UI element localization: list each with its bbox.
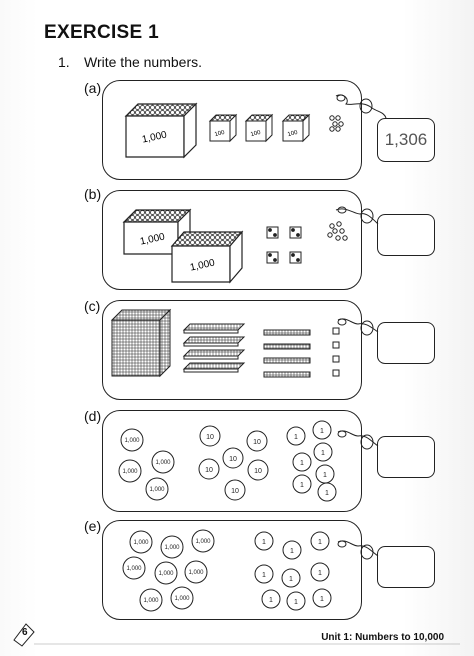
counter-label: 1 (290, 548, 294, 555)
exercise-title: EXERCISE 1 (44, 22, 159, 43)
answer-box-a[interactable]: 1,306 (377, 118, 435, 162)
thousand-box-label: 1,000 (141, 129, 168, 145)
counter-label: 1 (262, 539, 266, 546)
counter-label: 1,000 (126, 566, 142, 572)
ones-dots-a (329, 115, 344, 132)
counter-label: 1 (318, 570, 322, 577)
counter-label: 1,000 (124, 438, 140, 444)
counter-label: 1 (323, 472, 327, 479)
counter-label: 1 (320, 428, 324, 435)
question-number: 1. (58, 54, 70, 70)
part-label-c: (c) (84, 298, 101, 314)
counter-label: 1 (300, 460, 304, 467)
ones-dots-b (327, 221, 348, 241)
hundred-box-a2: 100 (244, 113, 274, 143)
part-label-e: (e) (84, 518, 102, 534)
counter-label: 1 (294, 434, 298, 441)
one-counters-d: 1 1 1 1 1 1 1 (286, 420, 337, 502)
thousand-cube-c (110, 308, 172, 378)
counter-label: 1 (294, 599, 298, 606)
connector-strings (335, 94, 387, 560)
counter-label: 1 (318, 539, 322, 546)
counter-label: 1 (325, 490, 329, 497)
page-number-tab (13, 623, 460, 647)
counter-label: 1,000 (133, 540, 149, 546)
part-label-d: (d) (84, 408, 102, 424)
answer-box-c[interactable] (377, 322, 435, 364)
counter-label: 1 (321, 450, 325, 457)
counter-label: 10 (254, 468, 262, 475)
counter-label: 10 (205, 467, 213, 474)
thousand-box-label: 1,000 (189, 257, 216, 273)
counter-label: 1,000 (155, 460, 171, 466)
counter-label: 1,000 (158, 571, 174, 577)
ten-counters-d: 10 10 10 10 10 10 (198, 425, 269, 501)
counter-label: 1 (269, 597, 273, 604)
one-counters-e: 1 1 1 1 1 1 1 1 1 (254, 531, 332, 611)
ten-rods-c (263, 329, 311, 378)
unit-footer: Unit 1: Numbers to 10,000 (321, 632, 444, 643)
small-cubes-b (266, 226, 302, 264)
thousand-counters-e: 1,000 1,000 1,000 1,000 1,000 1,000 1,00… (122, 529, 215, 612)
counter-label: 1,000 (174, 596, 190, 602)
counter-label: 1,000 (188, 570, 204, 576)
hundred-box-a1: 100 (208, 113, 238, 143)
counter-label: 1 (262, 572, 266, 579)
hundred-box-label: 100 (287, 130, 299, 139)
hundred-box-label: 100 (250, 130, 262, 139)
counter-label: 1,000 (143, 598, 159, 604)
hundred-box-a3: 100 (281, 113, 311, 143)
counter-label: 1 (289, 576, 293, 583)
hundred-flats-c (182, 323, 246, 373)
counter-label: 1 (300, 482, 304, 489)
thousand-box-a: 1,000 (124, 102, 198, 159)
counter-label: 10 (253, 439, 261, 446)
counter-label: 1 (320, 596, 324, 603)
answer-box-d[interactable] (377, 436, 435, 478)
answer-box-b[interactable] (377, 214, 435, 256)
thousand-box-label: 1,000 (139, 231, 166, 247)
thousand-counters-d: 1,000 1,000 1,000 1,000 (118, 428, 175, 501)
thousand-box-b2: 1,000 (170, 230, 244, 284)
unit-cubes-c (332, 327, 340, 377)
counter-label: 10 (206, 434, 214, 441)
counter-label: 1,000 (164, 545, 180, 551)
counter-label: 10 (229, 456, 237, 463)
counter-label: 1,000 (122, 469, 138, 475)
part-label-b: (b) (84, 186, 102, 202)
question-text: Write the numbers. (84, 54, 203, 70)
hundred-box-label: 100 (214, 130, 226, 139)
counter-label: 1,000 (195, 539, 211, 545)
answer-box-e[interactable] (377, 546, 435, 588)
counter-label: 1,000 (149, 487, 165, 493)
part-label-a: (a) (84, 80, 102, 96)
counter-label: 10 (231, 488, 239, 495)
page-number: 6 (22, 627, 28, 638)
